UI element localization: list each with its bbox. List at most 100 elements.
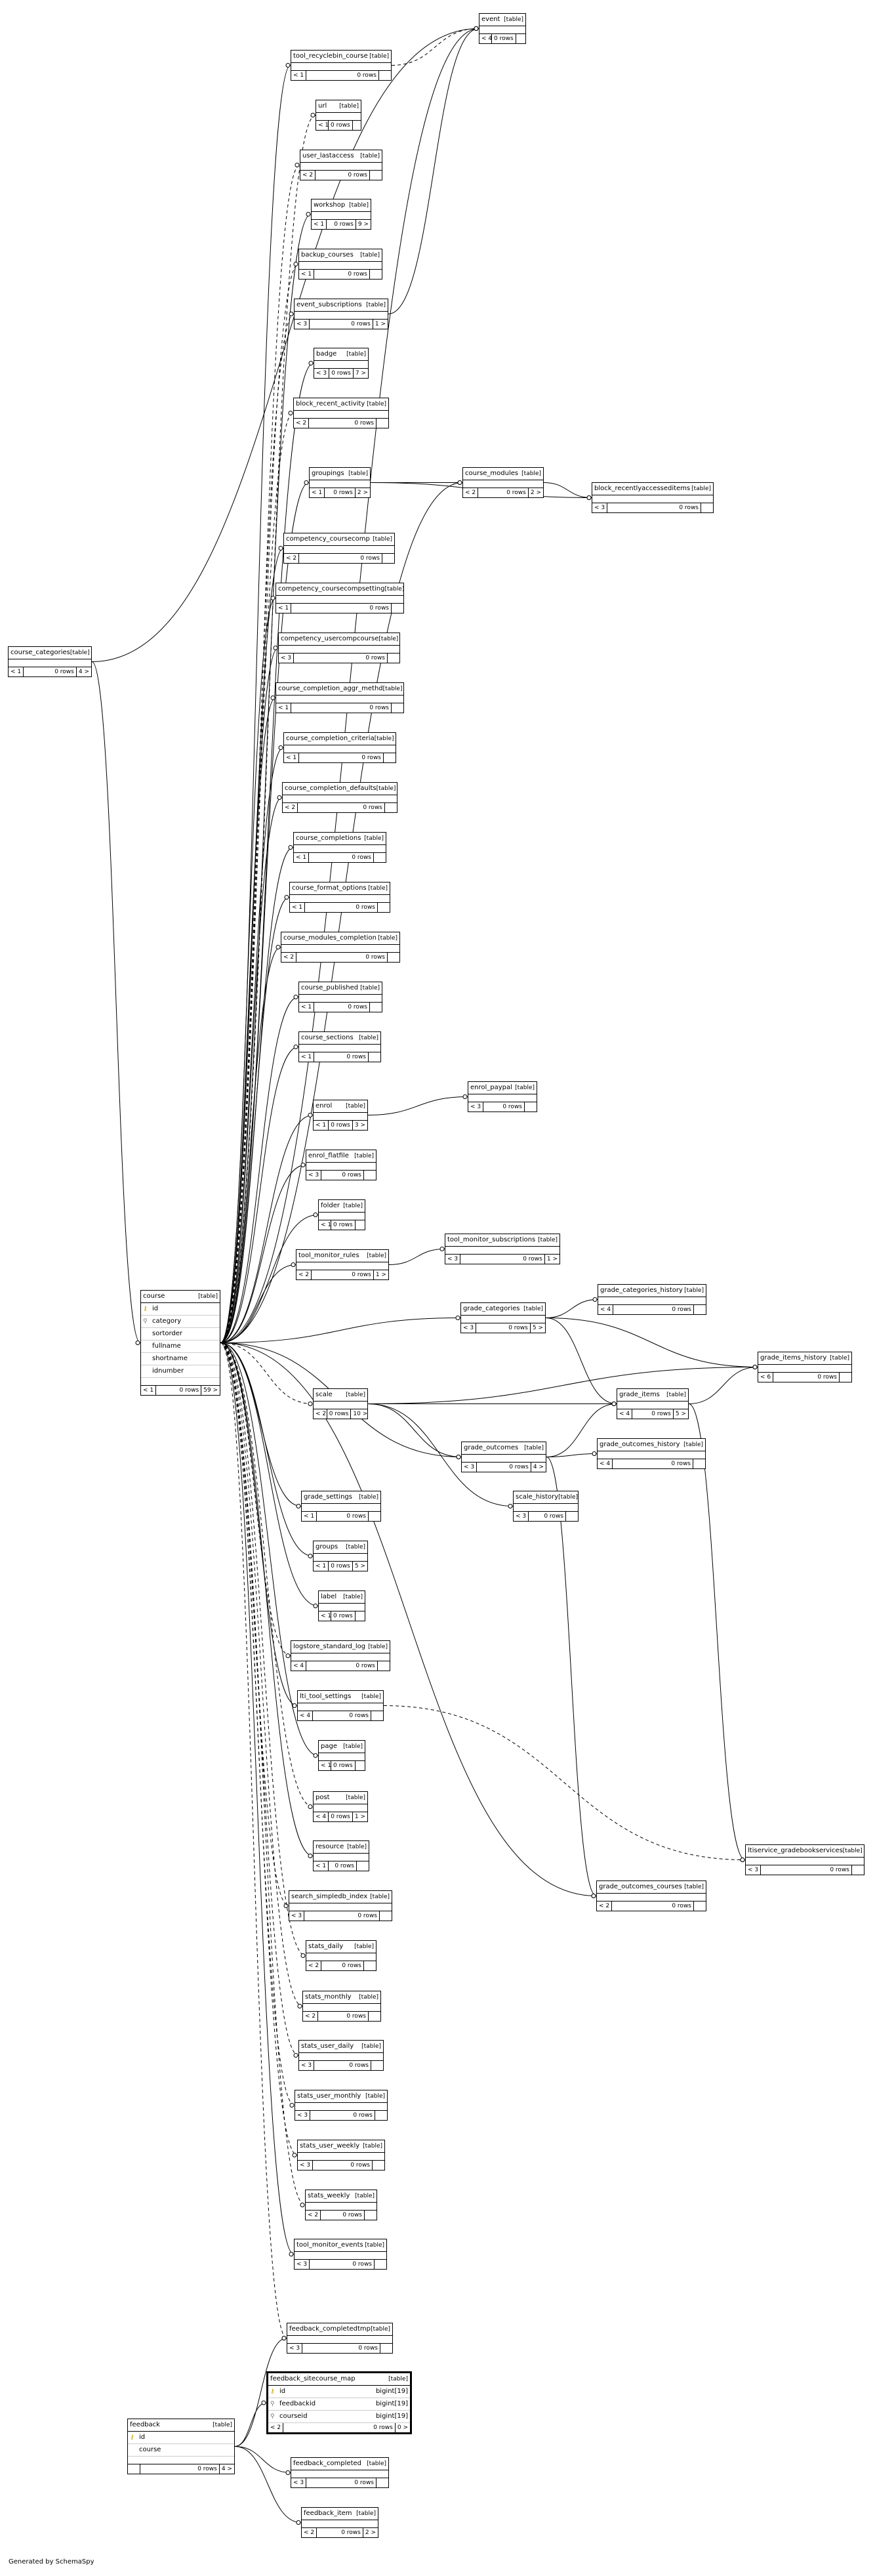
relationship-line (220, 598, 276, 1343)
row-count: 0 rows (607, 503, 701, 512)
crowfoot-marker (288, 411, 293, 415)
table-name: scale_history (516, 1493, 559, 1501)
primary-key-icon: ⚷ (143, 1306, 148, 1312)
table-tag: [table] (347, 1844, 367, 1850)
row-count: 0 rows (491, 34, 516, 43)
table-tag: [table] (198, 1293, 218, 1300)
parents-count: < 2 (285, 804, 296, 811)
crowfoot-marker (289, 2103, 295, 2108)
parents-count: < 2 (308, 1963, 319, 1969)
relationship-line (220, 1342, 303, 2006)
children-count (376, 419, 388, 428)
children-count (370, 171, 382, 180)
relationship-line (220, 1342, 319, 1756)
spacer (284, 745, 396, 753)
spacer (314, 1113, 367, 1121)
row-count: 0 rows (613, 1305, 694, 1314)
table-course[interactable]: course[table] ⚷id ⚲category sortorder fu… (140, 1290, 220, 1396)
relationship-line (220, 1342, 298, 1706)
table-name: stats_user_monthly (297, 2092, 361, 2100)
relationship-line (220, 1342, 319, 1606)
spacer (302, 1504, 380, 1512)
parents-count: < 4 (293, 1663, 304, 1669)
crowfoot-marker (292, 2153, 297, 2157)
relationship-line (545, 1299, 598, 1318)
parents-count: < 2 (305, 2013, 316, 2020)
table-name: event (481, 16, 500, 23)
row-count: 0 rows (310, 2111, 375, 2120)
row-count: 0 rows (328, 1861, 357, 1871)
row-count: 0 rows (314, 2061, 371, 2070)
table-tag: [table] (842, 1848, 863, 1854)
children-count: 3 > (354, 1122, 365, 1129)
table-tag: [table] (367, 1253, 386, 1259)
foreign-key-icon: ⚲ (270, 2401, 275, 2407)
column-row: course (128, 2444, 234, 2457)
row-count: 0 rows (306, 71, 379, 80)
